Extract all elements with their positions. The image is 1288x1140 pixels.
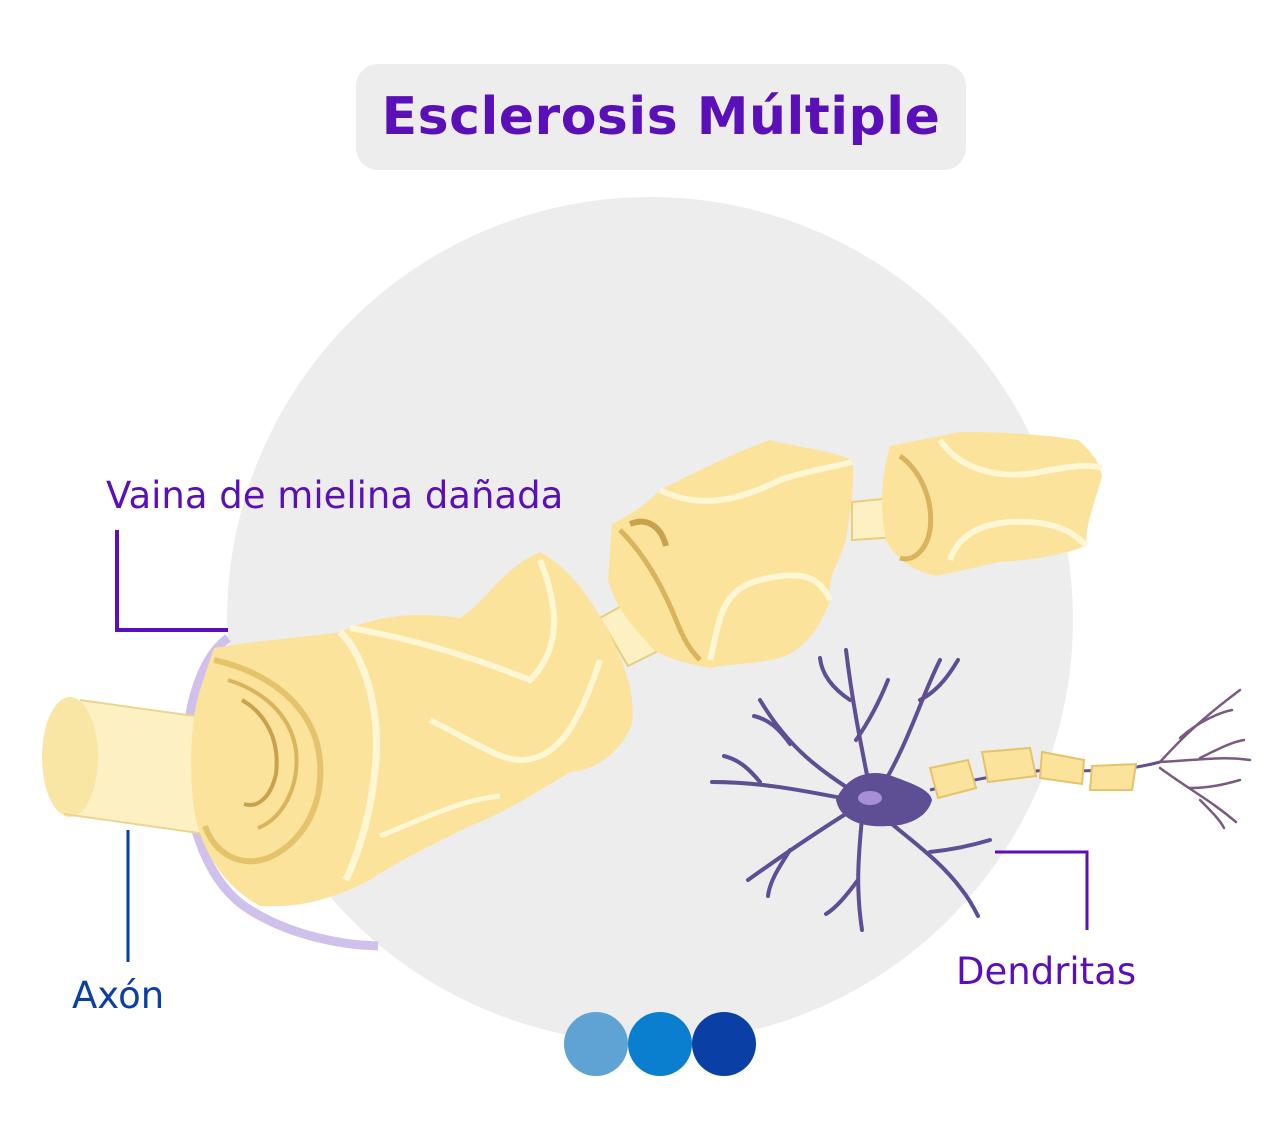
page-title: Esclerosis Múltiple	[381, 87, 941, 147]
axon-end	[42, 697, 98, 817]
myelin-leader-line	[115, 530, 228, 632]
dot-blue	[628, 1012, 692, 1076]
neuron-nucleus	[858, 791, 882, 805]
title-box: Esclerosis Múltiple	[356, 64, 966, 170]
label-axon: Axón	[72, 974, 165, 1017]
neuron-myelin	[928, 746, 1138, 800]
myelin-segment-1	[191, 552, 633, 907]
neuron-soma	[836, 773, 932, 827]
label-damaged-myelin: Vaina de mielina dañada	[106, 474, 564, 517]
axon-terminals	[1158, 688, 1252, 830]
cross-section-ring	[181, 634, 379, 951]
dot-light-blue	[564, 1012, 628, 1076]
dendrites-leader-line	[995, 850, 1089, 930]
damaged-axon	[42, 432, 1103, 907]
label-dendrites: Dendritas	[956, 950, 1137, 993]
dot-dark-blue	[692, 1012, 756, 1076]
